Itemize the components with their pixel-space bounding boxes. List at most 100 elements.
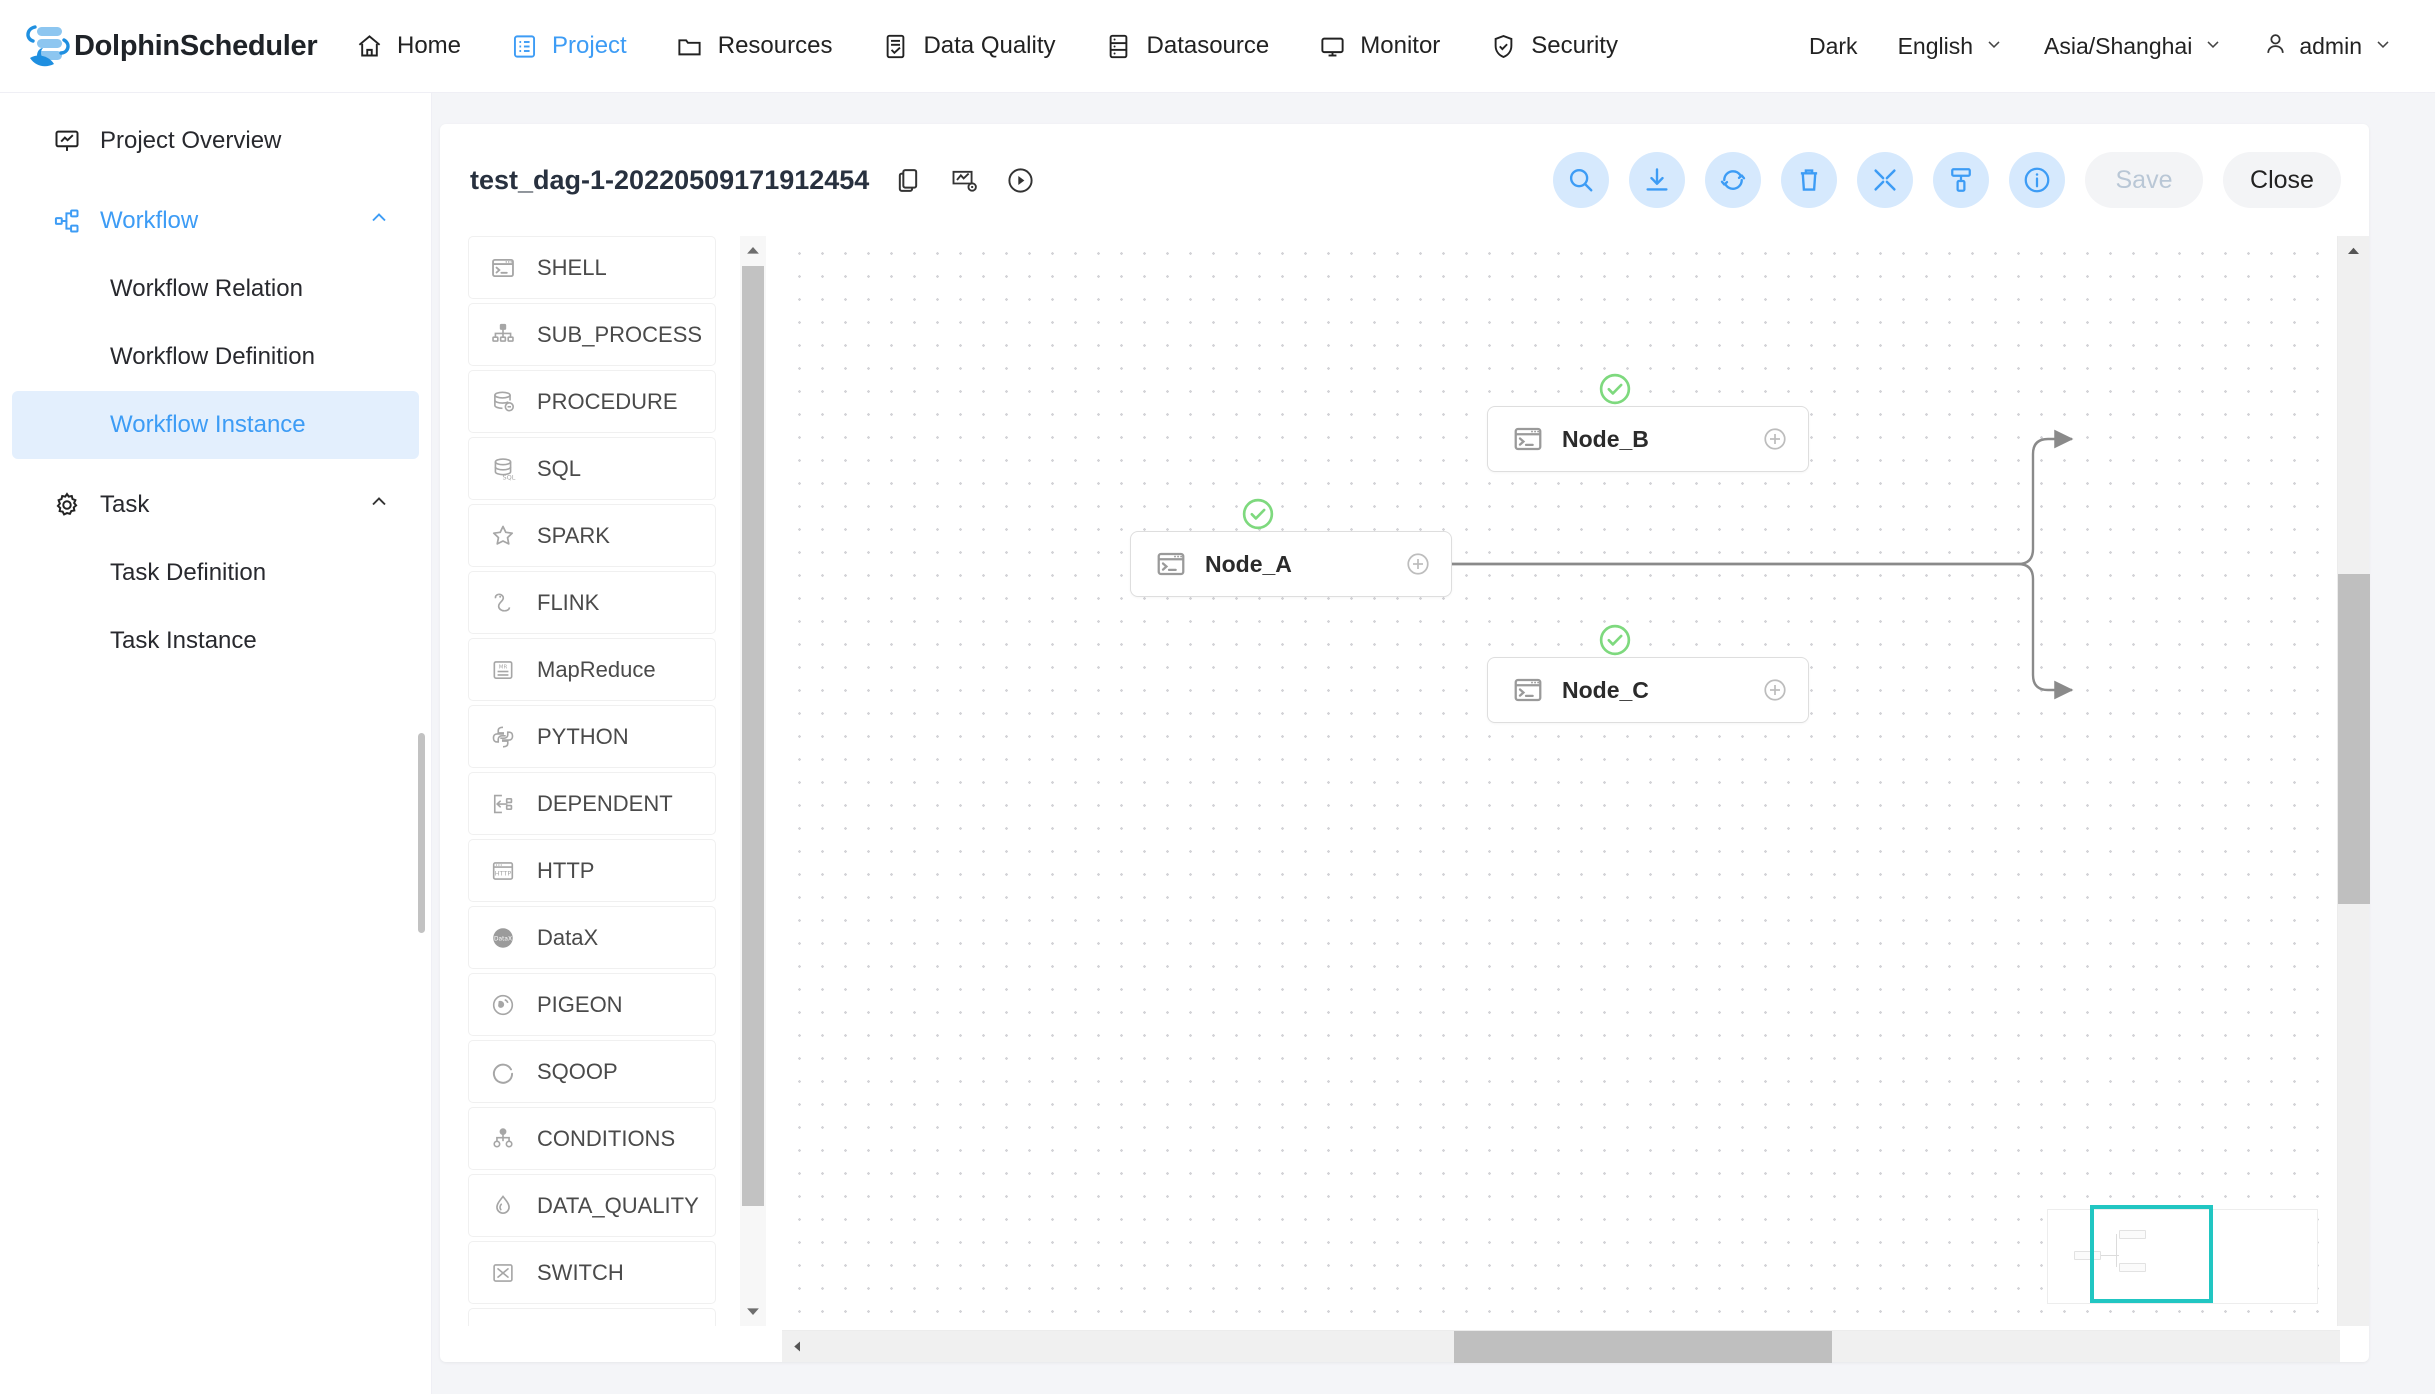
- scroll-left-arrow-icon[interactable]: [786, 1336, 808, 1358]
- nav-item-security[interactable]: Security: [1464, 0, 1642, 93]
- sidebar-item-workflow[interactable]: Workflow: [12, 187, 419, 255]
- palette-item-waterdrop[interactable]: WATERDROP: [468, 1308, 716, 1326]
- close-button[interactable]: Close: [2223, 152, 2341, 208]
- dolphinscheduler-logo-icon: [18, 20, 70, 72]
- palette-item-spark[interactable]: SPARK: [468, 504, 716, 567]
- dag-node-node-b[interactable]: Node_B: [1487, 406, 1809, 472]
- fullscreen-icon[interactable]: [1857, 152, 1913, 208]
- canvas-vertical-scrollbar-thumb[interactable]: [2338, 574, 2370, 904]
- brand[interactable]: DolphinScheduler: [18, 20, 318, 72]
- chevron-up-icon[interactable]: [367, 490, 391, 521]
- dag-toolbar: test_dag-1-20220509171912454: [440, 124, 2369, 236]
- shell-icon: [489, 254, 517, 282]
- dag-edges: [1452, 429, 2074, 700]
- sidebar-item-workflow-relation[interactable]: Workflow Relation: [12, 255, 419, 323]
- canvas-horizontal-scrollbar[interactable]: [782, 1330, 2340, 1363]
- dag-panel: test_dag-1-20220509171912454: [440, 124, 2370, 1363]
- add-port-icon-node-b[interactable]: [1762, 426, 1788, 452]
- nav-item-monitor[interactable]: Monitor: [1293, 0, 1464, 93]
- palette-scrollbar[interactable]: [740, 236, 766, 1326]
- svg-text:DataX: DataX: [494, 936, 512, 942]
- scroll-up-arrow-icon[interactable]: [2343, 240, 2365, 262]
- theme-toggle[interactable]: Dark: [1789, 33, 1878, 60]
- user-menu[interactable]: admin: [2243, 31, 2413, 62]
- palette-item-http[interactable]: HTTP HTTP: [468, 839, 716, 902]
- palette-item-sqoop[interactable]: SQOOP: [468, 1040, 716, 1103]
- palette-item-procedure[interactable]: PROCEDURE: [468, 370, 716, 433]
- dag-node-node-a[interactable]: Node_A: [1130, 531, 1452, 597]
- sidebar-item-task[interactable]: Task: [12, 471, 419, 539]
- dag-node-label-node-b: Node_B: [1562, 425, 1649, 452]
- palette-label-python: PYTHON: [537, 723, 629, 749]
- palette-item-python[interactable]: PYTHON: [468, 705, 716, 768]
- delete-icon[interactable]: [1781, 152, 1837, 208]
- sub-process-icon: [489, 321, 517, 349]
- nav-item-project[interactable]: Project: [485, 0, 651, 93]
- palette-item-data-quality[interactable]: DATA_QUALITY: [468, 1174, 716, 1237]
- status-badge-node-a[interactable]: [1242, 498, 1274, 530]
- dag-node-node-c[interactable]: Node_C: [1487, 657, 1809, 723]
- palette-item-sql[interactable]: SQL SQL: [468, 437, 716, 500]
- sidebar-scrollbar[interactable]: [418, 733, 425, 933]
- nav-label-monitor: Monitor: [1360, 32, 1441, 59]
- version-chart-icon[interactable]: [947, 163, 981, 197]
- palette-item-datax[interactable]: DataX DataX: [468, 906, 716, 969]
- nav-item-datasource[interactable]: Datasource: [1080, 0, 1294, 93]
- save-button[interactable]: Save: [2085, 152, 2203, 208]
- sidebar-label-workflow-definition: Workflow Definition: [110, 343, 315, 370]
- dag-canvas[interactable]: Node_A: [782, 236, 2340, 1326]
- spark-icon: [489, 522, 517, 550]
- minimap-viewport[interactable]: [2090, 1205, 2213, 1303]
- palette-item-switch[interactable]: SWITCH: [468, 1241, 716, 1304]
- search-icon[interactable]: [1553, 152, 1609, 208]
- sidebar-item-workflow-definition[interactable]: Workflow Definition: [12, 323, 419, 391]
- sidebar-label-task-definition: Task Definition: [110, 559, 267, 586]
- palette-item-pigeon[interactable]: PIGEON: [468, 973, 716, 1036]
- info-icon[interactable]: [2009, 152, 2065, 208]
- status-badge-node-c[interactable]: [1599, 624, 1631, 656]
- palette-scrollbar-thumb[interactable]: [742, 266, 764, 1206]
- format-icon[interactable]: [1933, 152, 1989, 208]
- sidebar-item-workflow-instance[interactable]: Workflow Instance: [12, 391, 419, 459]
- download-icon[interactable]: [1629, 152, 1685, 208]
- overview-icon: [50, 124, 84, 158]
- chevron-up-icon[interactable]: [367, 206, 391, 237]
- nav-item-data-quality[interactable]: Data Quality: [856, 0, 1079, 93]
- palette-item-sub-process[interactable]: SUB_PROCESS: [468, 303, 716, 366]
- play-circle-icon[interactable]: [1003, 163, 1037, 197]
- palette-item-flink[interactable]: FLINK: [468, 571, 716, 634]
- add-port-icon-node-c[interactable]: [1762, 677, 1788, 703]
- nav-item-home[interactable]: Home: [330, 0, 485, 93]
- nav-label-security: Security: [1531, 32, 1618, 59]
- refresh-icon[interactable]: [1705, 152, 1761, 208]
- python-icon: [489, 723, 517, 751]
- procedure-icon: [489, 388, 517, 416]
- palette-item-dependent[interactable]: DEPENDENT: [468, 772, 716, 835]
- sidebar-label-workflow-instance: Workflow Instance: [110, 411, 306, 438]
- palette-label-sqoop: SQOOP: [537, 1058, 618, 1084]
- sidebar-item-project-overview[interactable]: Project Overview: [12, 107, 419, 175]
- timezone-selector[interactable]: Asia/Shanghai: [2024, 33, 2243, 60]
- edge-node-a-to-node-b: [1452, 429, 2074, 566]
- palette-label-shell: SHELL: [537, 254, 607, 280]
- status-badge-node-b[interactable]: [1599, 373, 1631, 405]
- scroll-down-arrow-icon[interactable]: [740, 1298, 766, 1324]
- language-selector[interactable]: English: [1878, 33, 2024, 60]
- sidebar-item-task-instance[interactable]: Task Instance: [12, 607, 419, 675]
- copy-icon[interactable]: [891, 163, 925, 197]
- palette-item-shell[interactable]: SHELL: [468, 236, 716, 299]
- canvas-minimap[interactable]: [2047, 1205, 2318, 1304]
- palette-label-data-quality: DATA_QUALITY: [537, 1192, 699, 1218]
- sidebar-item-task-definition[interactable]: Task Definition: [12, 539, 419, 607]
- sidebar-label-project-overview: Project Overview: [100, 127, 282, 154]
- folder-icon: [675, 31, 705, 61]
- add-port-icon-node-a[interactable]: [1405, 551, 1431, 577]
- header-right-controls: Dark English Asia/Shanghai admin: [1789, 31, 2413, 62]
- close-button-label: Close: [2250, 165, 2314, 194]
- canvas-vertical-scrollbar[interactable]: [2337, 236, 2370, 1326]
- nav-item-resources[interactable]: Resources: [651, 0, 857, 93]
- palette-item-conditions[interactable]: CONDITIONS: [468, 1107, 716, 1170]
- palette-item-mapreduce[interactable]: MR MapReduce: [468, 638, 716, 701]
- canvas-horizontal-scrollbar-thumb[interactable]: [1454, 1331, 1832, 1363]
- scroll-up-arrow-icon[interactable]: [740, 238, 766, 264]
